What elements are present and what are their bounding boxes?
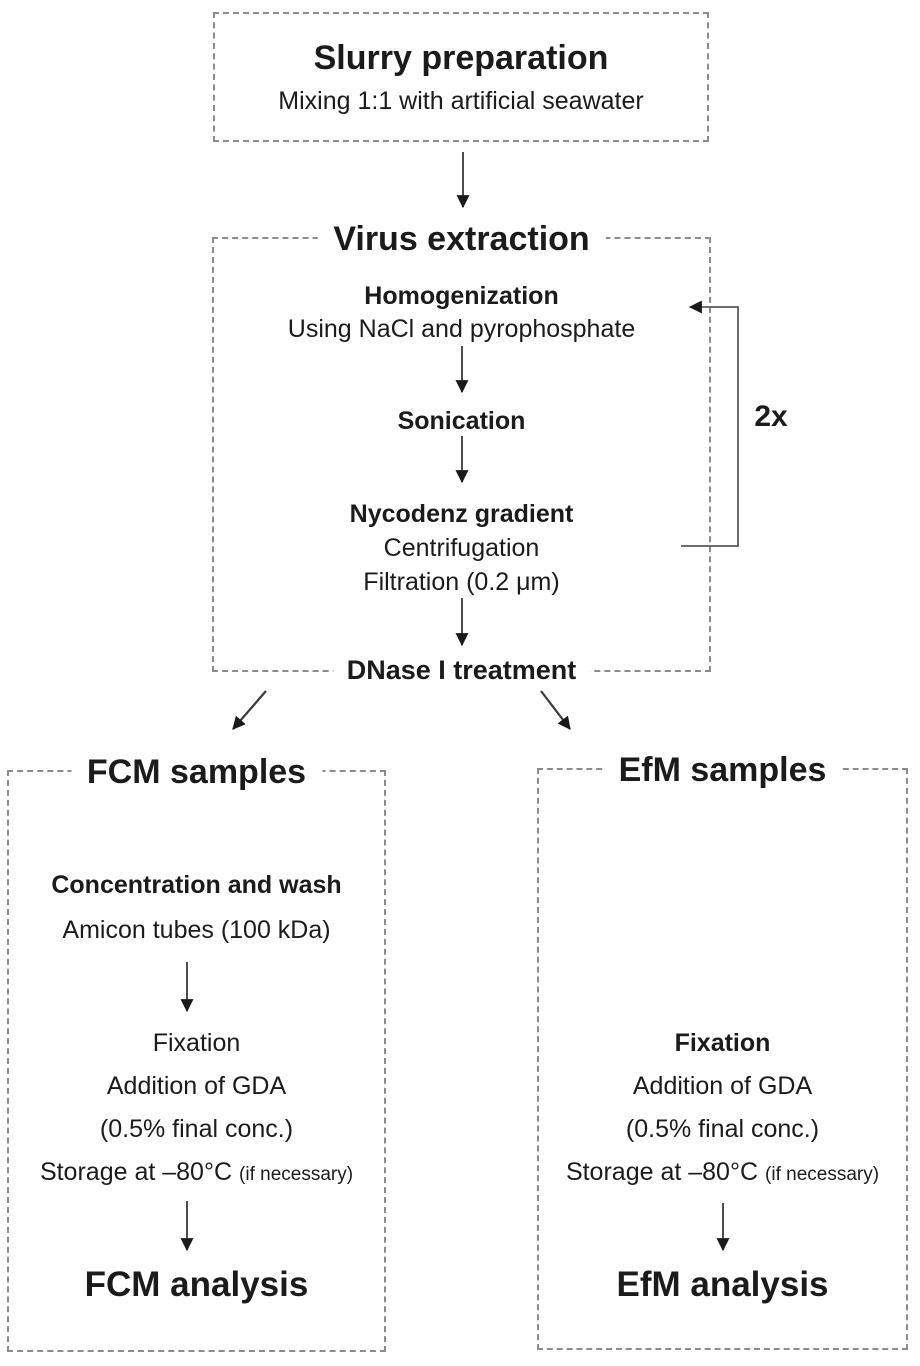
fcm-gda-line: Addition of GDA: [106, 1072, 287, 1100]
efm-storage-line: Storage at –80°C (if necessary): [539, 1156, 906, 1191]
fcm-fixation-title: Fixation: [152, 1029, 241, 1057]
fcm-samples-box: FCM samples Concentration and wash Amico…: [7, 752, 386, 1352]
fcm-storage-note: (if necessary): [239, 1164, 354, 1185]
nycodenz-gradient-title: Nycodenz gradient: [349, 500, 574, 528]
efm-conc-line: (0.5% final conc.): [625, 1115, 820, 1143]
repeat-2x-label: 2x: [754, 400, 788, 433]
virus-extraction-box: Virus extraction Homogenization Using Na…: [212, 219, 711, 687]
amicon-tubes-line: Amicon tubes (100 kDa): [62, 916, 331, 944]
fcm-conc-line: (0.5% final conc.): [99, 1115, 294, 1143]
fcm-analysis-title: FCM analysis: [84, 1265, 309, 1304]
concentration-wash-title: Concentration and wash: [51, 871, 342, 899]
efm-samples-box: EfM samples Fixation Addition of GDA (0.…: [537, 750, 908, 1350]
slurry-preparation-subtitle: Mixing 1:1 with artificial seawater: [278, 87, 644, 115]
efm-storage-note: (if necessary): [765, 1164, 880, 1185]
homogenization-title: Homogenization: [364, 282, 559, 310]
filtration-line: Filtration (0.2 μm): [363, 568, 560, 596]
efm-analysis-title: EfM analysis: [616, 1265, 829, 1304]
sonication-title: Sonication: [397, 407, 526, 435]
arrow-dnase-to-fcm: [232, 690, 267, 730]
fcm-storage-line: Storage at –80°C (if necessary): [9, 1156, 384, 1191]
slurry-preparation-box: Slurry preparation Mixing 1:1 with artif…: [213, 12, 709, 142]
slurry-preparation-content: Slurry preparation Mixing 1:1 with artif…: [215, 14, 707, 140]
centrifugation-line: Centrifugation: [383, 534, 540, 562]
efm-samples-title: EfM samples: [602, 750, 843, 790]
efm-fixation-title: Fixation: [674, 1029, 771, 1057]
dnase-treatment-title: DNase I treatment: [332, 653, 591, 687]
virus-extraction-title: Virus extraction: [317, 219, 606, 259]
slurry-preparation-title: Slurry preparation: [313, 39, 609, 77]
efm-storage-text: Storage at –80°C: [565, 1158, 759, 1186]
efm-gda-line: Addition of GDA: [632, 1072, 813, 1100]
arrow-dnase-to-efm: [540, 690, 571, 730]
homogenization-subtitle: Using NaCl and pyrophosphate: [287, 315, 636, 343]
fcm-samples-title: FCM samples: [70, 752, 323, 792]
fcm-storage-text: Storage at –80°C: [39, 1158, 233, 1186]
